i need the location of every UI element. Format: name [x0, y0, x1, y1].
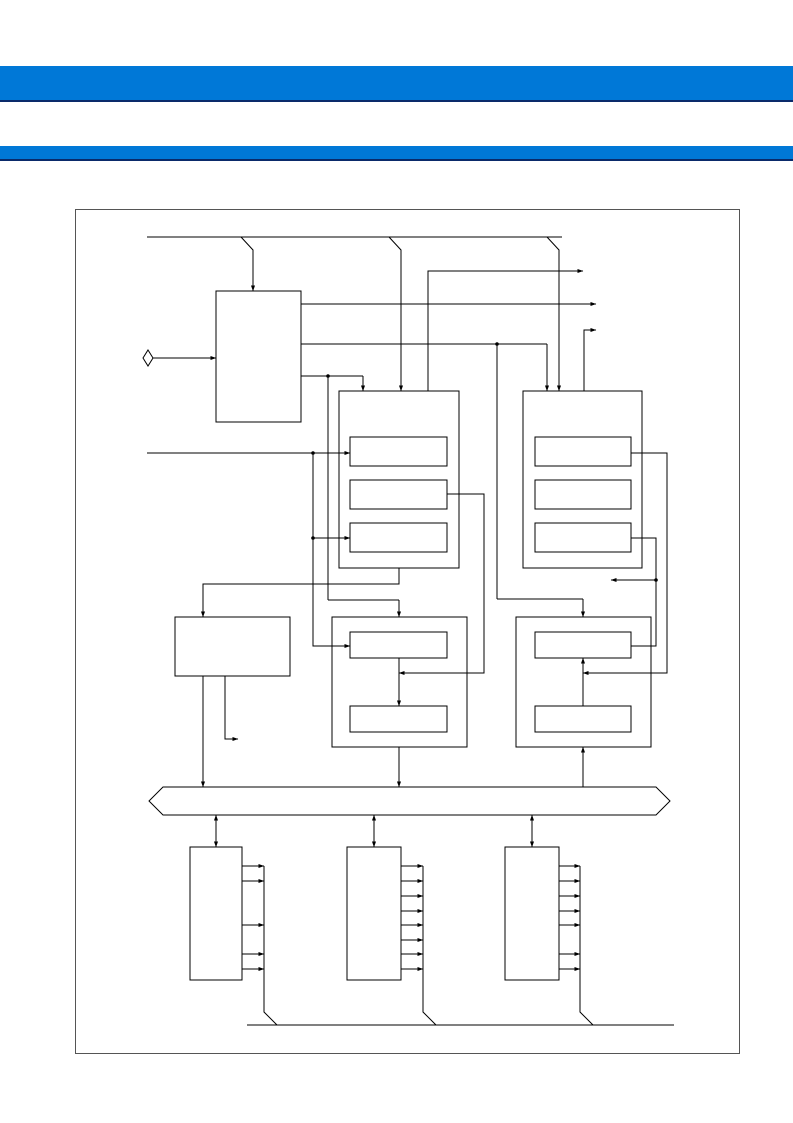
port-arrows-1 — [242, 863, 265, 972]
port-arrows-3 — [559, 863, 581, 972]
bottom-bus-tap-1 — [263, 866, 278, 1026]
junction-dot — [654, 578, 658, 582]
diamond-input-terminal — [142, 349, 154, 367]
bottom-bus-tap-3 — [579, 866, 594, 1026]
port-block-3 — [504, 846, 560, 981]
top-bus-tap-2 — [388, 236, 404, 392]
block-e-sub-1 — [349, 631, 448, 659]
block-b-sub-3 — [349, 522, 448, 553]
wire-b-up-out — [427, 268, 584, 391]
block-f-sub-2 — [534, 705, 632, 733]
wire-d-side-out — [224, 676, 239, 742]
wire-left-input-branch-1 — [312, 453, 351, 541]
internal-bus — [148, 786, 671, 816]
wire-b-bottom-out — [200, 568, 400, 618]
block-d — [174, 616, 291, 677]
block-f-sub-1 — [534, 631, 632, 659]
subheader-band — [0, 146, 793, 161]
wire-b-sub2-out — [398, 493, 485, 676]
block-a — [215, 290, 302, 423]
junction-dots — [311, 342, 658, 582]
wire-c-sub1-out — [582, 452, 668, 676]
top-bus-tap-1 — [240, 236, 256, 292]
block-c-sub-2 — [534, 479, 632, 510]
wire-left-input-branch-2 — [312, 538, 351, 649]
port-arrows-2 — [401, 863, 424, 972]
top-bus-tap-3 — [546, 236, 562, 392]
port-block-2 — [346, 846, 402, 981]
block-b-sub-2 — [349, 479, 448, 510]
junction-dot — [326, 374, 330, 378]
block-c-sub-3 — [534, 522, 632, 553]
wire-c-sub3-out — [631, 537, 657, 647]
block-c-sub-1 — [534, 436, 632, 467]
bottom-bus-tap-2 — [422, 866, 437, 1026]
wire-c-up-out — [583, 327, 597, 391]
block-c — [522, 390, 643, 569]
junction-dot — [311, 536, 315, 540]
junction-dot — [311, 451, 315, 455]
block-b-sub-1 — [349, 436, 448, 467]
block-e-sub-2 — [349, 705, 448, 733]
diagram-frame — [75, 209, 740, 1054]
port-block-1 — [189, 846, 243, 981]
junction-dot — [495, 342, 499, 346]
header-band — [0, 66, 793, 102]
